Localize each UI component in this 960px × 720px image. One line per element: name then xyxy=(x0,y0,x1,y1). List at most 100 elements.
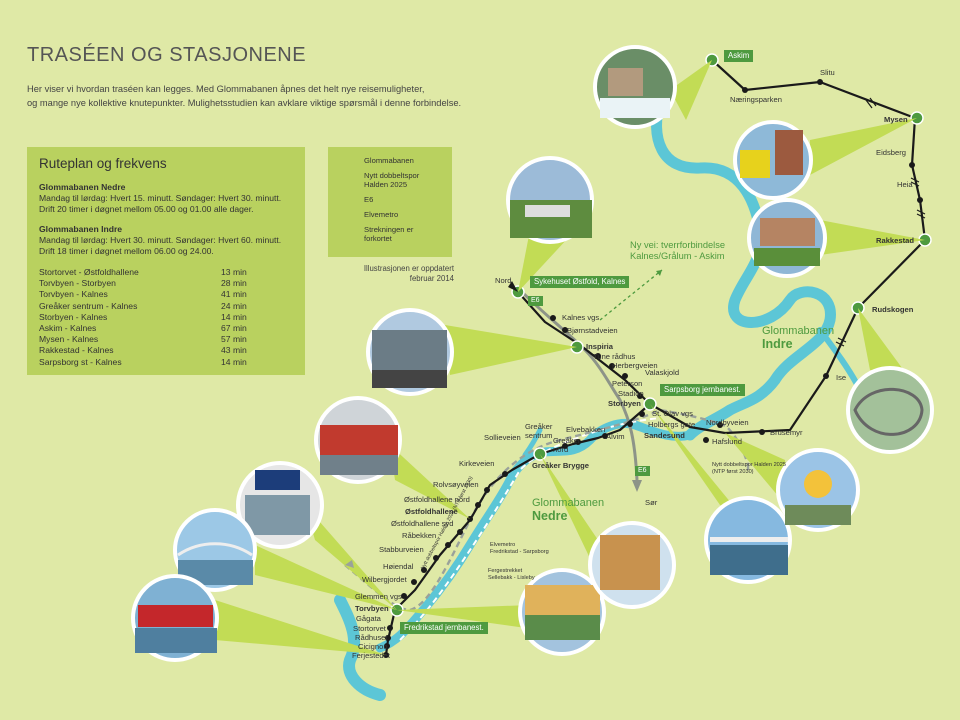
e6-sign-south: E6 xyxy=(635,466,650,476)
label-heia: Heia xyxy=(897,180,913,189)
nedre-map-line-1: Glommabanen xyxy=(532,497,605,509)
label-stortorvet: Stortorvet xyxy=(353,624,386,633)
label-bjornstadveien: Bjørnstadveien xyxy=(567,326,618,335)
travel-time-value: 14 min xyxy=(221,356,247,367)
photo-inspiria-ground xyxy=(372,370,447,388)
station-naeringsparken xyxy=(742,87,748,93)
nedre-line-1: Mandag til lørdag: Hvert 15. minutt. Søn… xyxy=(39,193,282,204)
nedre-frequency: Glommabanen Nedre Mandag til lørdag: Hve… xyxy=(39,182,281,216)
travel-time-route: Storbyen - Kalnes xyxy=(39,311,108,322)
label-stabburveien: Stabburveien xyxy=(379,545,424,554)
label-herbergveien: Herbergveien xyxy=(612,361,658,370)
new-road-line-1: Ny vei: tverrforbindelse xyxy=(630,240,726,250)
e6-arrow-south xyxy=(632,480,642,492)
station-storbyen xyxy=(637,393,643,399)
legend-elvemetro: Elvemetro xyxy=(364,210,399,219)
station-valaskjold xyxy=(622,373,628,379)
label-torvbyen: Torvbyen xyxy=(355,604,389,613)
indre-map-label: Glommabanen Indre xyxy=(762,325,834,351)
shortened-mark-2 xyxy=(910,177,920,187)
shortened-mark-3 xyxy=(916,209,926,219)
label-storbyen: Storbyen xyxy=(608,399,641,408)
station-alvim xyxy=(602,433,608,439)
photo-ferry-water xyxy=(135,628,217,653)
callout-wedge-bridge xyxy=(255,545,397,610)
label-eidsberg: Eidsberg xyxy=(876,148,906,157)
station-greaker-nord xyxy=(562,443,568,449)
travel-time-route: Stortorvet - Østfoldhallene xyxy=(39,267,139,277)
label-peterson: Peterson xyxy=(612,379,643,388)
label-nord: Nord xyxy=(495,276,512,285)
new-road-label: Ny vei: tverrforbindelse Kalnes/Grålum -… xyxy=(630,240,725,262)
photo-rudskogen-track xyxy=(853,387,924,436)
travel-time-route: Rakkestad - Kalnes xyxy=(39,345,114,356)
station-ise xyxy=(823,373,829,379)
legend-shortened: Strekningen er forkortet xyxy=(364,225,414,243)
indre-line-1: Mandag til lørdag: Hvert 30. minutt. Søn… xyxy=(39,235,282,246)
label-mysen: Mysen xyxy=(884,115,908,124)
travel-time-row: Torvbyen - Kalnes 41 min xyxy=(39,289,249,300)
e6-arrows xyxy=(632,480,642,492)
travel-time-route: Torvbyen - Kalnes xyxy=(39,289,108,300)
ferje-note-line-1: Fergestrekket xyxy=(488,568,523,574)
arrow-north xyxy=(508,281,518,292)
station-ostfoldhallene-syd xyxy=(457,529,463,535)
photo-mysen-building xyxy=(775,130,803,175)
label-inspiria: Inspiria xyxy=(586,342,614,351)
elvemetro-note: Elvemetro Fredrikstad - Sarpsborg xyxy=(490,542,549,555)
station-nordbyveien xyxy=(717,422,723,428)
photo-rudskogen xyxy=(846,366,934,454)
label-brusemyr: Brusemyr xyxy=(770,428,803,437)
station-kirkeveien xyxy=(502,471,508,477)
arrow-track-south xyxy=(345,560,354,568)
new-road-line-2: Kalnes/Grålum - Askim xyxy=(630,251,725,261)
label-hoiendal: Høiendal xyxy=(383,562,414,571)
page-title: TRASÉEN OG STASJONENE xyxy=(27,44,307,66)
station-glemmen-vgs xyxy=(401,593,407,599)
label-cicignon: Cicignon xyxy=(358,642,388,651)
station-hoiendal xyxy=(421,567,427,573)
station-kalnes-vgs xyxy=(550,315,556,321)
ferje-note: Fergestrekket Sellebakk - Lisleby xyxy=(488,568,535,581)
travel-time-route: Greåker sentrum - Kalnes xyxy=(39,300,138,311)
photo-rakkestad-building xyxy=(760,218,815,246)
legend-panel: Glommabanen Nytt dobbeltspor Halden 2025… xyxy=(328,147,452,257)
travel-time-value: 57 min xyxy=(221,334,247,345)
indre-line-2: Drift 18 timer i døgnet mellom 06.00 og … xyxy=(39,246,214,257)
route-panel-heading: Ruteplan og frekvens xyxy=(39,156,167,171)
station-heia xyxy=(917,197,923,203)
station-stabburveien xyxy=(433,555,439,561)
new-road xyxy=(599,269,663,321)
station-radhuset xyxy=(384,643,390,649)
callout-wedge-market xyxy=(397,605,540,630)
nedre-map-label: Glommabanen Nedre xyxy=(532,497,604,523)
label-elvebakken: Elvebakken xyxy=(566,425,606,434)
intro-line-2: og mange nye kollektive knutepunkter. Mu… xyxy=(27,98,462,108)
station-gagata xyxy=(387,625,393,631)
label-kalnes-vgs: Kalnes vgs xyxy=(562,313,600,322)
ferje-note-line-2: Sellebakk - Lisleby xyxy=(488,574,535,581)
station-slitu xyxy=(817,79,823,85)
station-holbergs-gate xyxy=(627,421,633,427)
travel-time-value: 41 min xyxy=(221,289,247,300)
new-road-path xyxy=(599,269,663,321)
photo-river-bridge-water xyxy=(710,545,788,575)
label-nordbyveien: Nordbyveien xyxy=(706,418,749,427)
travel-time-value: 24 min xyxy=(221,300,247,311)
photo-sykehuset-building xyxy=(525,205,570,217)
tag-askim: Askim xyxy=(724,50,754,62)
nedre-map-line-2: Nedre xyxy=(532,509,568,523)
route-frequency-panel: Ruteplan og frekvens Glommabanen Nedre M… xyxy=(27,147,305,375)
label-sollieveien: Sollieveien xyxy=(484,433,521,442)
label-rakkestad: Rakkestad xyxy=(876,236,914,245)
station-bjornstadveien xyxy=(562,327,568,333)
photo-hafslund-logo xyxy=(804,470,832,498)
halden-note-line-2: (NTP først 2030) xyxy=(712,468,754,475)
label-ostfoldhallene: Østfoldhallene xyxy=(405,507,458,516)
label-greaker-brygge: Greåker Brygge xyxy=(532,461,589,470)
